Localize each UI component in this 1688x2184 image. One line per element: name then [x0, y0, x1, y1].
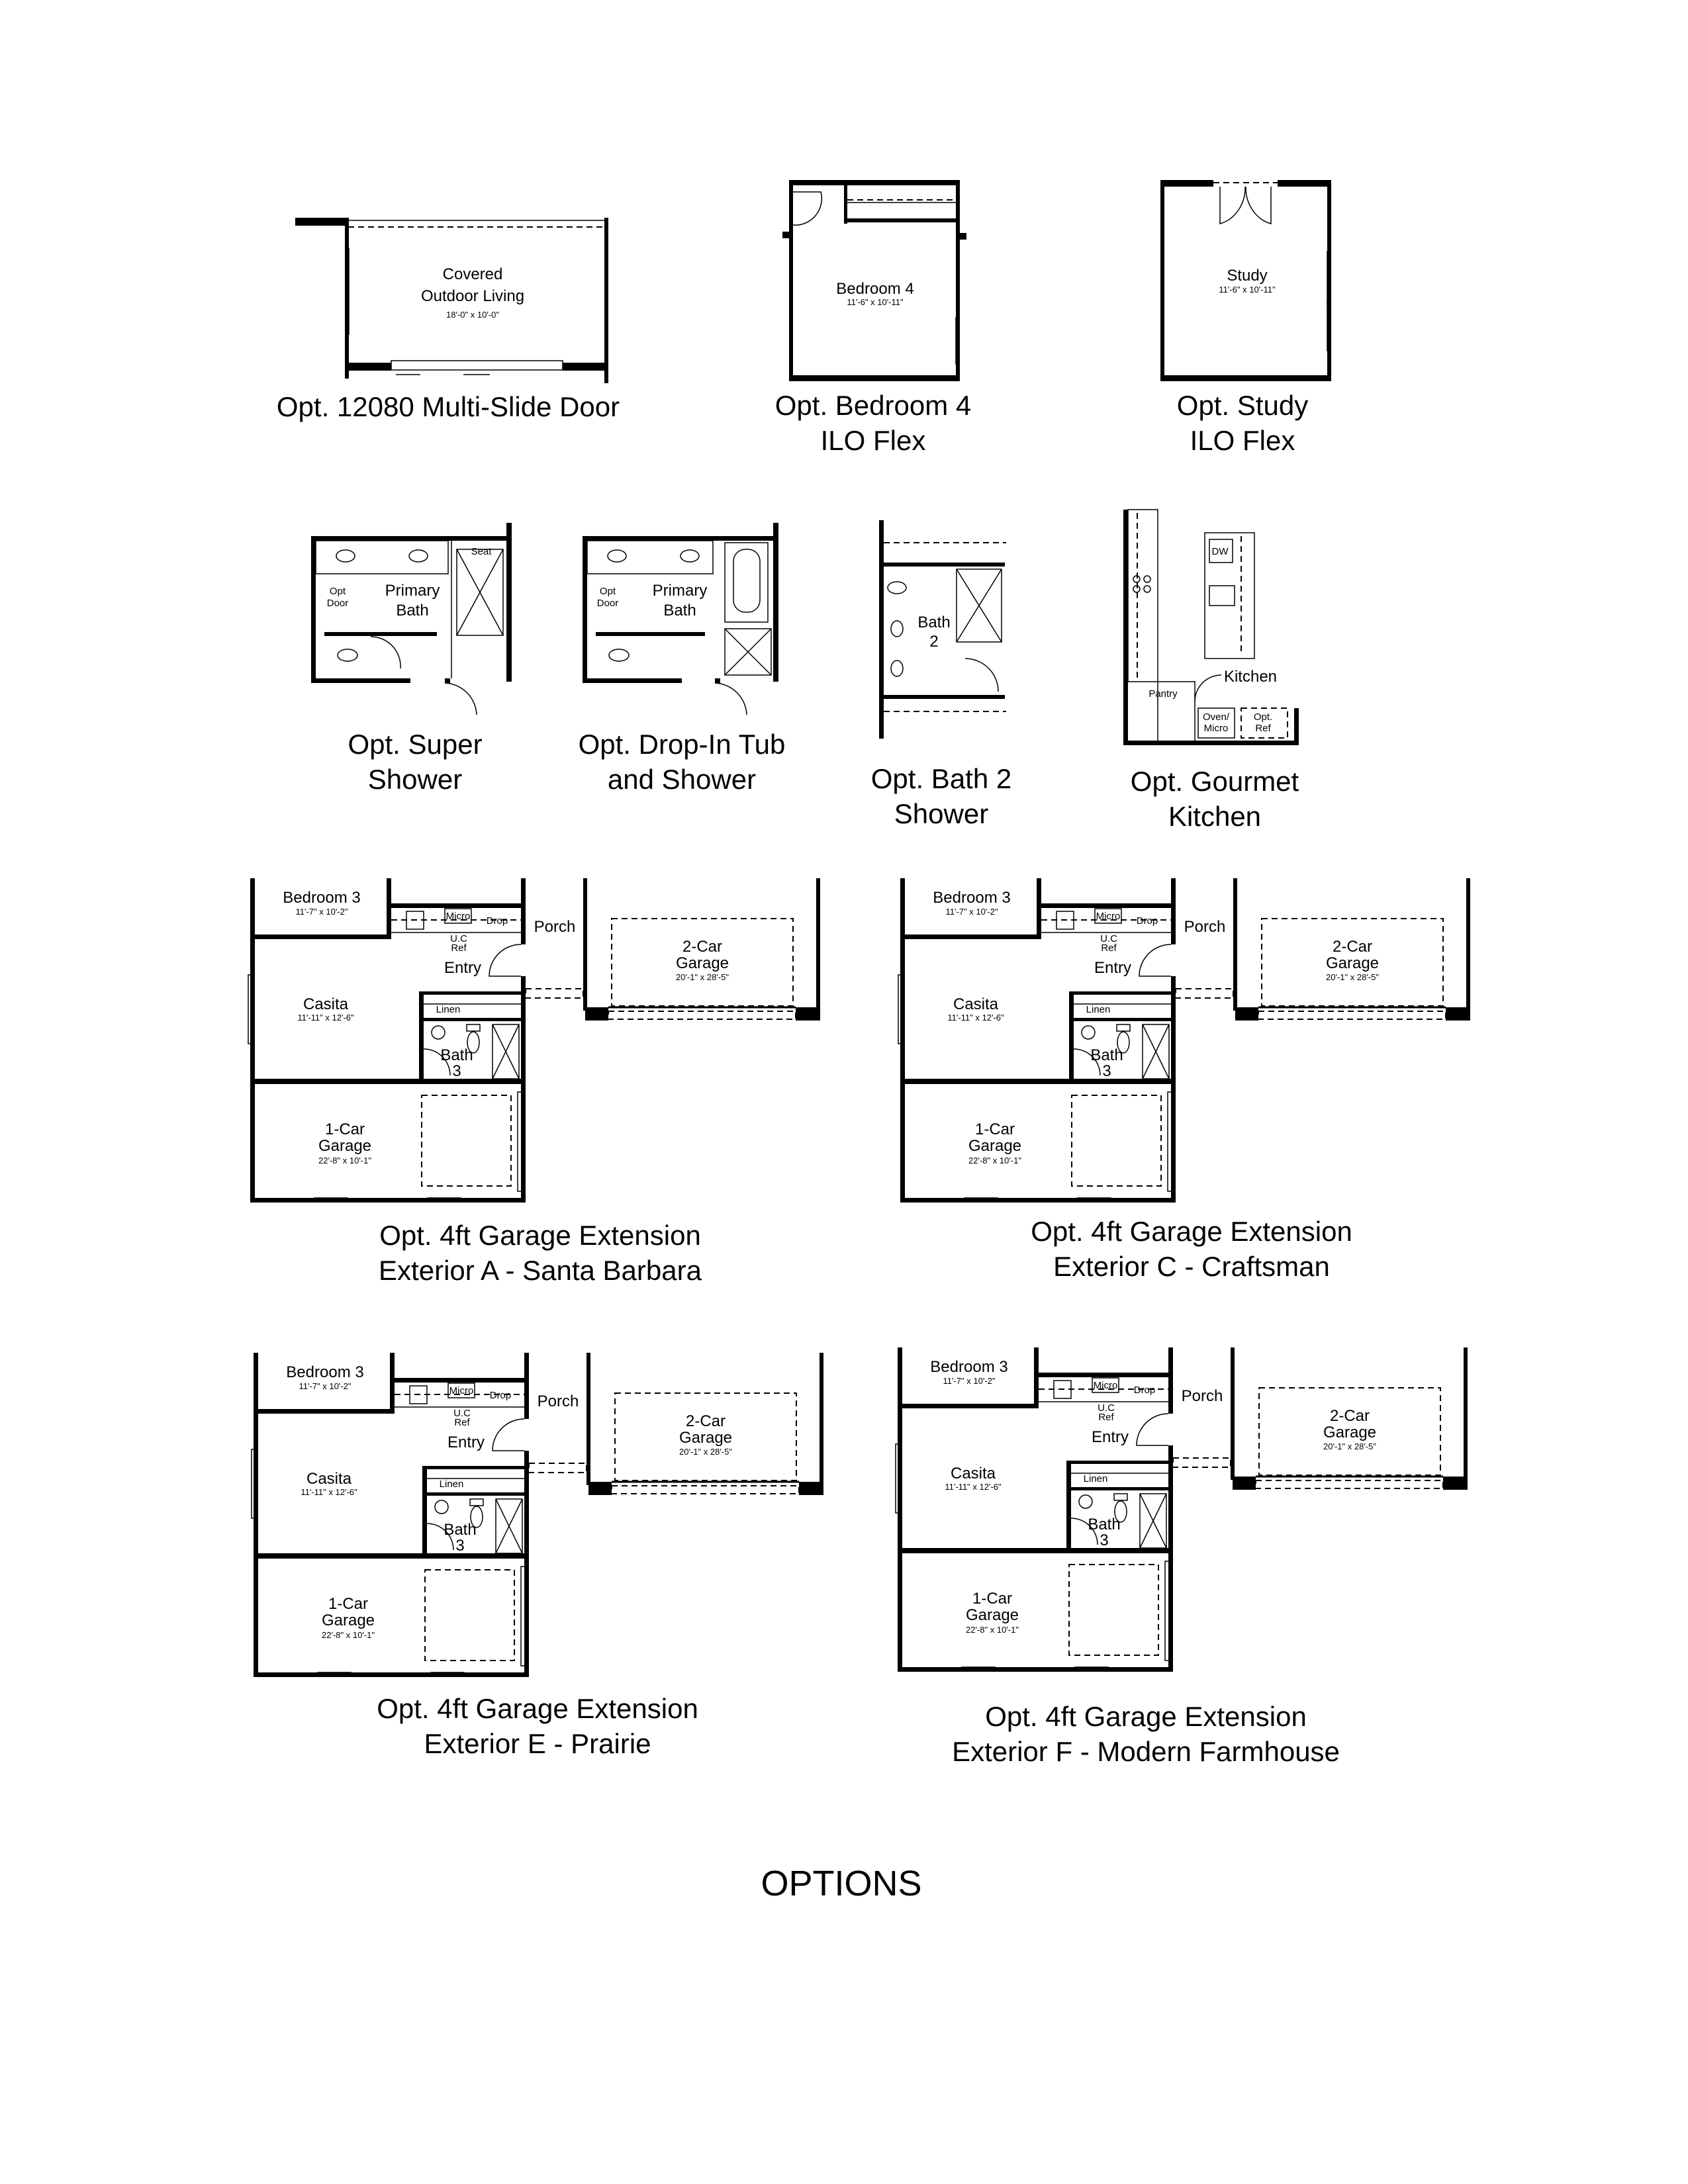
garage1-label-2: Garage: [318, 1137, 371, 1155]
caption-line: Kitchen: [1168, 801, 1262, 832]
caption-line: Exterior C - Craftsman: [1053, 1251, 1330, 1282]
plan-garage-ext-craftsman: [897, 877, 1472, 1204]
page-title: OPTIONS: [761, 1864, 922, 1903]
caption-bedroom-4: Opt. Bedroom 4 ILO Flex: [775, 388, 971, 458]
caption-line: and Shower: [607, 764, 757, 795]
linen-label: Linen: [436, 1004, 461, 1015]
caption-line: ILO Flex: [820, 425, 926, 456]
caption-line: Shower: [894, 798, 989, 829]
plan-study: Study 11'-6" x 10'-11": [1160, 180, 1331, 381]
drop-in-opt-door-label-2: Door: [597, 598, 619, 609]
caption-line: Opt. Bath 2: [870, 763, 1012, 794]
plan-bath-2: Bath 2: [879, 520, 1006, 739]
plan-bedroom-4: Bedroom 4 11'-6" x 10'-11": [782, 180, 966, 381]
oven-label-2: Micro: [1204, 723, 1229, 734]
garage1-dims: 22'-8" x 10'-1": [318, 1156, 371, 1165]
plan-super-shower: Primary Bath Seat Opt Door: [311, 523, 512, 715]
super-shower-bath-label-1: Primary: [385, 582, 440, 600]
micro-label: Micro: [446, 911, 471, 922]
bedroom3-label: Bedroom 3: [283, 889, 360, 907]
study-dims: 11'-6" x 10'-11": [1219, 285, 1276, 295]
covered-dims: 18'-0" x 10'-0": [446, 310, 499, 320]
kitchen-label: Kitchen: [1224, 668, 1277, 686]
caption-line: Exterior F - Modern Farmhouse: [952, 1736, 1340, 1767]
ref-label-1: Opt.: [1254, 711, 1272, 723]
ref-label: Ref: [451, 942, 467, 954]
bath2-label-1: Bath: [917, 614, 950, 631]
plan-gourmet-kitchen: Kitchen DW Pantry Oven/ Micro Opt. Ref: [1123, 509, 1299, 745]
bedroom4-dims: 11'-6" x 10'-11": [847, 297, 904, 307]
plan-garage-ext-prairie: [250, 1351, 825, 1678]
dw-label: DW: [1212, 546, 1229, 557]
caption-line: Opt. 4ft Garage Extension: [379, 1220, 701, 1251]
porch-label: Porch: [534, 918, 576, 936]
caption-line: Opt. Study: [1176, 390, 1309, 421]
garage2-dims: 20'-1" x 28'-5": [676, 972, 729, 982]
casita-dims: 11'-11" x 12'-6": [297, 1013, 354, 1023]
caption-line: Opt. 12080 Multi-Slide Door: [276, 391, 620, 422]
caption-line: Opt. Drop-In Tub: [578, 729, 786, 760]
caption-drop-in-tub: Opt. Drop-In Tub and Shower: [579, 727, 786, 797]
bedroom4-label: Bedroom 4: [836, 280, 914, 298]
caption-bath-2: Opt. Bath 2 Shower: [871, 761, 1011, 831]
covered-label-1: Covered: [443, 265, 503, 283]
bedroom3-dims: 11'-7" x 10'-2": [296, 907, 348, 917]
caption-line: Opt. 4ft Garage Extension: [985, 1701, 1307, 1732]
ref-label-2: Ref: [1255, 723, 1271, 734]
study-label: Study: [1227, 267, 1267, 285]
caption-line: Opt. 4ft Garage Extension: [1031, 1216, 1352, 1247]
bath2-label-2: 2: [929, 633, 938, 651]
caption-line: Opt. Gourmet: [1130, 766, 1299, 797]
caption-multi-slide-door: Opt. 12080 Multi-Slide Door: [277, 389, 620, 424]
casita-label: Casita: [303, 995, 349, 1013]
opt-door-label-2: Door: [327, 598, 349, 609]
caption-line: Exterior E - Prairie: [424, 1728, 651, 1759]
plan-covered-outdoor-living: Covered Outdoor Living 18'-0" x 10'-0": [295, 218, 608, 383]
caption-line: Shower: [367, 764, 463, 795]
caption-line: Opt. Bedroom 4: [774, 390, 972, 421]
entry-label: Entry: [444, 959, 481, 977]
drop-label: Drop: [487, 915, 508, 927]
drop-in-bath-label-2: Bath: [663, 602, 696, 619]
drop-in-bath-label-1: Primary: [653, 582, 708, 600]
caption-line: Opt. 4ft Garage Extension: [377, 1693, 698, 1724]
seat-label: Seat: [471, 546, 492, 557]
garage2-label-2: Garage: [676, 954, 729, 972]
garage1-label-1: 1-Car: [325, 1120, 365, 1138]
oven-label-1: Oven/: [1203, 711, 1230, 723]
caption-line: Exterior A - Santa Barbara: [379, 1255, 702, 1286]
garage2-label-1: 2-Car: [682, 938, 722, 956]
uc-label: U.C: [450, 933, 467, 944]
opt-door-label-1: Opt: [330, 586, 346, 597]
caption-line: ILO Flex: [1190, 425, 1295, 456]
bath3-label-1: Bath: [440, 1046, 473, 1064]
super-shower-bath-label-2: Bath: [396, 602, 428, 619]
caption-line: Opt. Super: [348, 729, 483, 760]
pantry-label: Pantry: [1149, 688, 1178, 700]
drop-in-opt-door-label-1: Opt: [600, 586, 616, 597]
covered-label-2: Outdoor Living: [421, 287, 524, 305]
plan-garage-ext-santa-barbara: Bedroom 3 11'-7" x 10'-2" Micro Drop U.C…: [248, 878, 820, 1203]
bath3-label-2: 3: [452, 1062, 461, 1080]
plan-garage-ext-modern-farmhouse: [894, 1346, 1469, 1673]
plan-drop-in-tub: Primary Bath Opt Door: [583, 523, 778, 715]
